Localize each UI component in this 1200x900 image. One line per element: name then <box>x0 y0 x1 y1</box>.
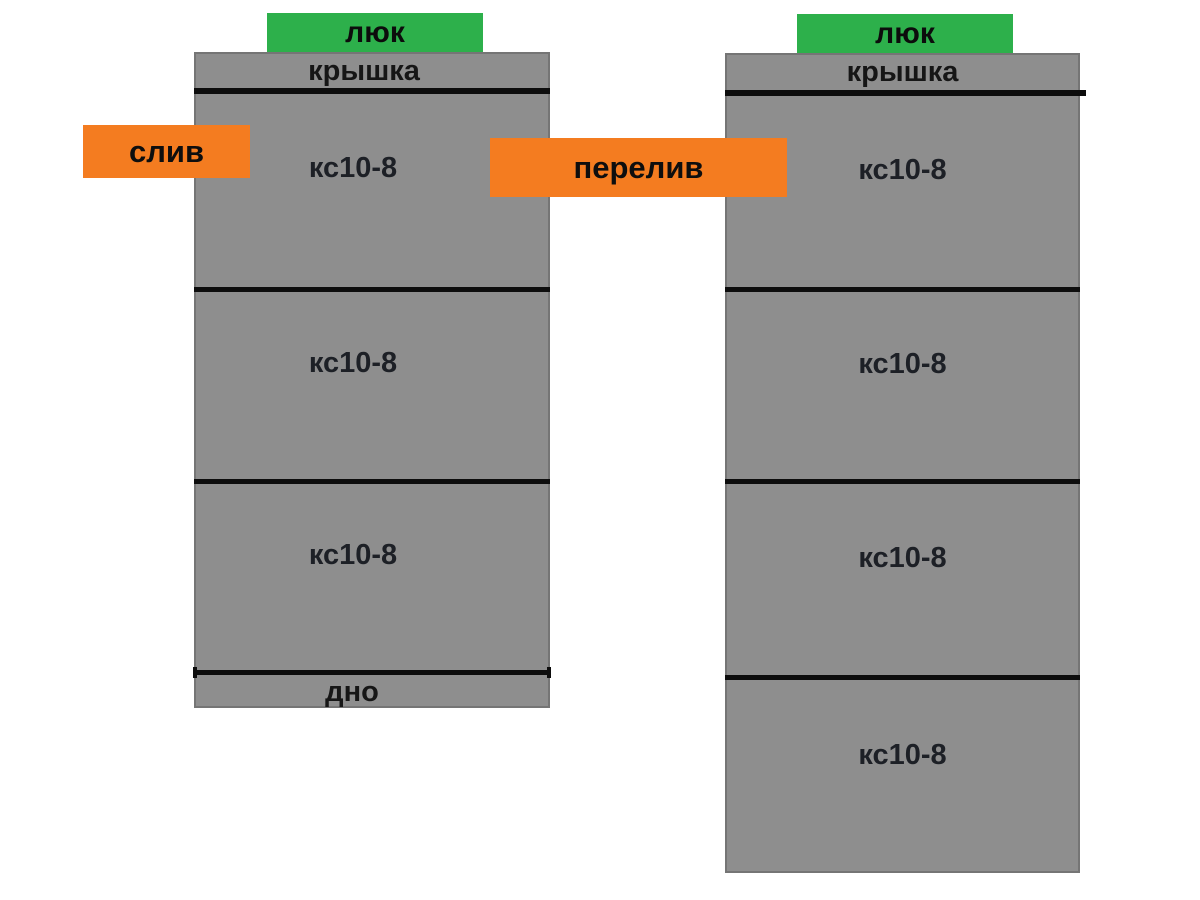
right-ring-3: кс10-8 <box>727 484 1078 675</box>
right-ring-2-label: кс10-8 <box>858 348 947 380</box>
left-divider-2 <box>194 479 550 484</box>
left-bottom-label: дно <box>325 676 379 708</box>
left-lid-line <box>194 88 550 94</box>
left-bottom-line <box>193 667 551 678</box>
right-hatch-block: люк <box>797 14 1013 53</box>
right-lid-line <box>725 90 1086 96</box>
right-lid-label: крышка <box>846 56 959 88</box>
right-ring-2: кс10-8 <box>727 292 1078 479</box>
overflow-pipe-tag: перелив <box>490 138 787 197</box>
left-ring-3-label: кс10-8 <box>308 538 398 571</box>
left-ring-3: кс10-8 <box>196 484 548 670</box>
right-divider-2 <box>725 479 1080 484</box>
right-hatch-label: люк <box>875 16 935 50</box>
left-hatch-label: люк <box>345 15 405 49</box>
drain-label: слив <box>128 133 205 169</box>
left-ring-1: кс10-8 <box>196 94 548 287</box>
right-ring-1-label: кс10-8 <box>858 154 947 186</box>
left-lid-label: крышка <box>308 55 420 87</box>
left-hatch-block: люк <box>267 13 483 52</box>
left-ring-1-label: кс10-8 <box>308 152 398 184</box>
drain-pipe-tag: слив <box>83 125 250 178</box>
right-ring-4-label: кс10-8 <box>858 739 947 771</box>
overflow-label: перелив <box>573 149 704 185</box>
left-ring-2-label: кс10-8 <box>308 347 398 379</box>
right-divider-3 <box>725 675 1080 680</box>
left-ring-2: кс10-8 <box>196 292 548 479</box>
right-ring-1: кс10-8 <box>727 96 1078 287</box>
right-ring-4: кс10-8 <box>727 680 1078 873</box>
right-ring-3-label: кс10-8 <box>858 542 947 574</box>
left-divider-1 <box>194 287 550 292</box>
right-divider-1 <box>725 287 1080 292</box>
